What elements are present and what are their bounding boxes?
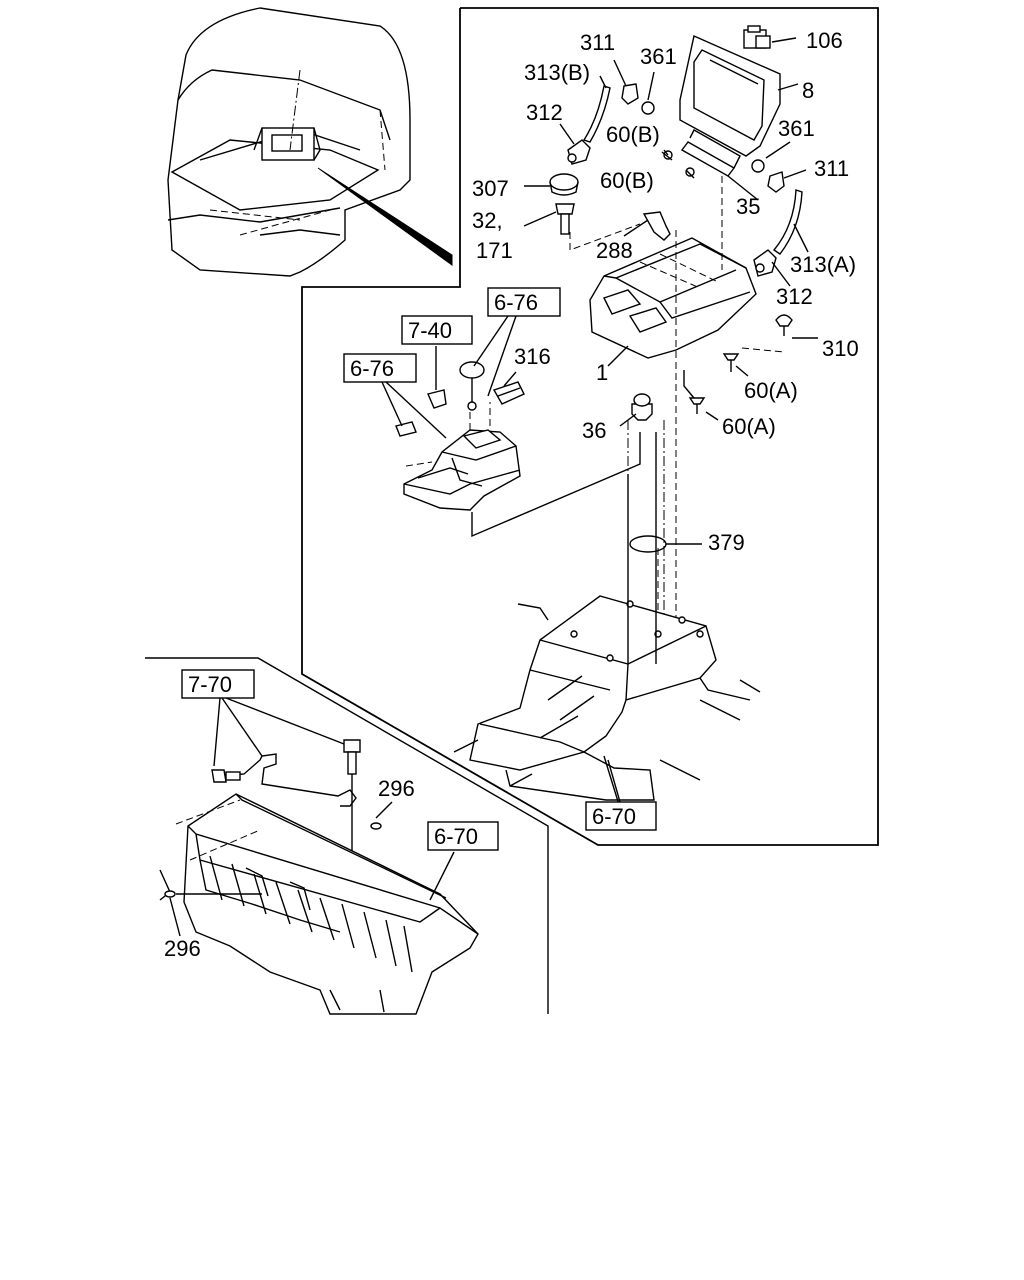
callout-361-top: 361 bbox=[640, 44, 677, 69]
part-32-171-bolt bbox=[523, 203, 575, 235]
overhead-console-group bbox=[523, 25, 818, 664]
ref-6-76-top-label: 6-76 bbox=[494, 290, 538, 315]
part-106 bbox=[743, 25, 797, 49]
part-312-right bbox=[753, 249, 791, 287]
part-310-clip bbox=[775, 314, 818, 339]
part-311-right bbox=[767, 169, 807, 193]
center-console-illustration bbox=[381, 315, 657, 664]
part-60a-screws bbox=[683, 353, 749, 421]
leader-6-70-floor bbox=[607, 759, 621, 803]
part-60b-screws bbox=[661, 149, 695, 179]
floor-console-illustration bbox=[453, 595, 761, 809]
callout-316: 316 bbox=[514, 344, 551, 369]
part-36-socket bbox=[619, 393, 653, 427]
callout-311-top: 311 bbox=[580, 30, 615, 55]
cab-overview-illustration bbox=[167, 7, 411, 277]
frame-bracket-illustration bbox=[159, 697, 479, 1015]
ref-6-70-floor-label: 6-70 bbox=[592, 804, 636, 829]
ref-7-70-label: 7-70 bbox=[188, 672, 232, 697]
ref-box-7-70: 7-70 bbox=[181, 669, 255, 699]
part-361-top bbox=[641, 71, 655, 115]
callout-35: 35 bbox=[736, 194, 760, 219]
callout-312-right: 312 bbox=[776, 284, 813, 309]
part-35-bracket bbox=[680, 129, 759, 201]
part-1-console-housing bbox=[589, 237, 757, 367]
callout-296-top: 296 bbox=[378, 776, 415, 801]
ref-6-70-frame-label: 6-70 bbox=[434, 824, 478, 849]
callout-313a: 313(A) bbox=[790, 252, 856, 277]
ref-box-7-40: 7-40 bbox=[401, 315, 473, 345]
callout-60a-2: 60(A) bbox=[722, 414, 776, 439]
part-307-cap bbox=[524, 173, 579, 196]
callout-60b-1: 60(B) bbox=[606, 122, 660, 147]
ref-6-76-left-label: 6-76 bbox=[350, 356, 394, 381]
callout-313b: 313(B) bbox=[524, 60, 590, 85]
ref-7-40-label: 7-40 bbox=[408, 318, 452, 343]
callout-60a-1: 60(A) bbox=[744, 378, 798, 403]
callout-361-right: 361 bbox=[778, 116, 815, 141]
callout-8: 8 bbox=[802, 78, 814, 103]
part-8-bezel bbox=[679, 35, 799, 157]
callout-36: 36 bbox=[582, 418, 606, 443]
ref-box-6-76-top: 6-76 bbox=[487, 287, 561, 317]
callout-1: 1 bbox=[596, 360, 608, 385]
ref-box-6-70-frame: 6-70 bbox=[427, 821, 499, 851]
part-379-pad bbox=[629, 535, 702, 553]
callout-296-bottom: 296 bbox=[164, 936, 201, 961]
part-313a-strap bbox=[772, 189, 809, 255]
part-313b-strap bbox=[582, 75, 611, 143]
part-311-top bbox=[613, 59, 639, 105]
callout-171: 171 bbox=[476, 238, 513, 263]
callout-32: 32, bbox=[472, 208, 503, 233]
part-288-bracket bbox=[623, 211, 671, 241]
callout-106: 106 bbox=[806, 28, 843, 53]
part-312-left bbox=[559, 123, 591, 165]
callout-312-left: 312 bbox=[526, 100, 563, 125]
part-361-right bbox=[751, 141, 791, 173]
callout-60b-2: 60(B) bbox=[600, 168, 654, 193]
lower-region-divider bbox=[145, 657, 549, 1014]
callout-288: 288 bbox=[596, 238, 633, 263]
callout-379: 379 bbox=[708, 530, 745, 555]
callout-310: 310 bbox=[822, 336, 859, 361]
detail-frame bbox=[301, 7, 879, 846]
ref-box-6-76-left: 6-76 bbox=[343, 353, 417, 383]
callout-311-right: 311 bbox=[814, 156, 849, 181]
zoom-wedge bbox=[317, 167, 453, 266]
callout-307: 307 bbox=[472, 176, 509, 201]
ref-box-6-70-floor: 6-70 bbox=[585, 801, 657, 831]
